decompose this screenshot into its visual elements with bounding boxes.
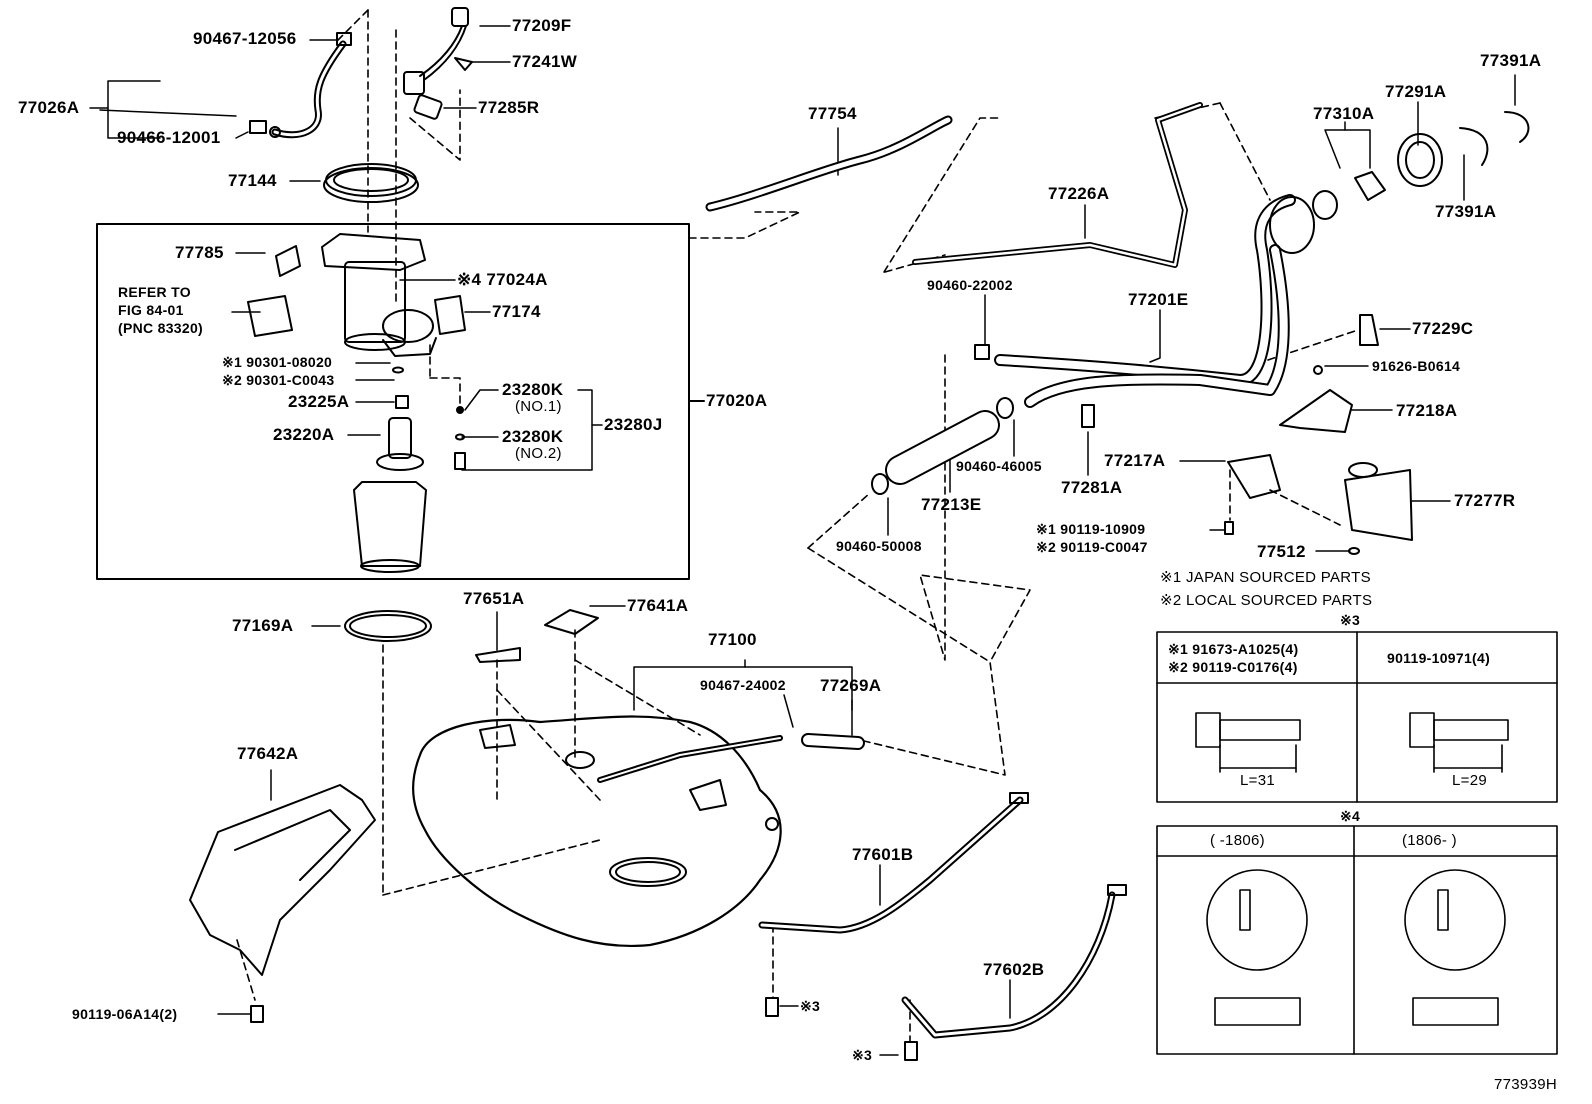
assembly-dashed-lines bbox=[236, 9, 1356, 1043]
label-90467-12056: 90467-12056 bbox=[193, 29, 297, 48]
label-77100: 77100 bbox=[708, 630, 757, 649]
label-77226A: 77226A bbox=[1048, 184, 1110, 203]
breather-hose-part bbox=[705, 115, 953, 212]
sender-wire-part bbox=[403, 7, 473, 120]
label-refer-pnc: (PNC 83320) bbox=[118, 320, 204, 336]
label-23220A: 23220A bbox=[273, 425, 335, 444]
label-77291A: 77291A bbox=[1385, 82, 1447, 101]
table3-marker: ※3 bbox=[1340, 612, 1361, 628]
leader-lines bbox=[89, 25, 1516, 1056]
label-90460-46005: 90460-46005 bbox=[956, 458, 1042, 474]
note-local-sourced: ※2 LOCAL SOURCED PARTS bbox=[1160, 592, 1373, 609]
table3-col1-line1: ※1 91673-A1025(4) bbox=[1168, 641, 1299, 657]
label-refer-fig: FIG 84-01 bbox=[118, 302, 184, 318]
label-77209F: 77209F bbox=[512, 16, 572, 35]
label-90301-C0043: ※2 90301-C0043 bbox=[222, 372, 335, 388]
label-77651A: 77651A bbox=[463, 589, 525, 608]
label-77024A: ※4 77024A bbox=[457, 270, 548, 289]
label-23280K-2: 23280K bbox=[502, 427, 564, 446]
label-77169A: 77169A bbox=[232, 616, 294, 635]
pump-version-table bbox=[1156, 825, 1558, 1055]
label-90119-C0047: ※2 90119-C0047 bbox=[1036, 539, 1148, 555]
label-77310A: 77310A bbox=[1313, 104, 1375, 123]
label-77144: 77144 bbox=[228, 171, 277, 190]
pump-small-parts bbox=[353, 366, 466, 573]
label-77020A: 77020A bbox=[706, 391, 768, 410]
label-77281A: 77281A bbox=[1061, 478, 1123, 497]
label-77754: 77754 bbox=[808, 104, 857, 123]
gasket-part bbox=[344, 610, 432, 642]
label-no2: (NO.2) bbox=[515, 445, 562, 462]
pad-part-1 bbox=[475, 647, 521, 663]
fuel-pump-module-part bbox=[247, 233, 466, 357]
label-77217A: 77217A bbox=[1104, 451, 1166, 470]
label-77269A: 77269A bbox=[820, 676, 882, 695]
label-77512: 77512 bbox=[1257, 542, 1306, 561]
label-77213E: 77213E bbox=[921, 495, 982, 514]
label-90467-24002: 90467-24002 bbox=[700, 677, 786, 693]
label-77641A: 77641A bbox=[627, 596, 689, 615]
table3-length-1: L=31 bbox=[1240, 772, 1275, 789]
filler-pipe-part bbox=[994, 111, 1530, 408]
retainer-ring-part bbox=[323, 163, 419, 203]
table3-col2: 90119-10971(4) bbox=[1387, 650, 1491, 666]
label-90460-22002: 90460-22002 bbox=[927, 277, 1013, 293]
note-japan-sourced: ※1 JAPAN SOURCED PARTS bbox=[1160, 569, 1371, 586]
label-ref3-b: ※3 bbox=[852, 1047, 873, 1063]
label-77391A-top: 77391A bbox=[1480, 51, 1542, 70]
vent-hose-part bbox=[249, 32, 352, 139]
label-77277R: 77277R bbox=[1454, 491, 1516, 510]
label-77026A: 77026A bbox=[18, 98, 80, 117]
label-77785: 77785 bbox=[175, 243, 224, 262]
label-91626-B0614: 91626-B0614 bbox=[1372, 358, 1461, 374]
table3-length-2: L=29 bbox=[1452, 772, 1487, 789]
inlet-hose-part bbox=[871, 344, 1095, 495]
label-23225A: 23225A bbox=[288, 392, 350, 411]
label-77391A-mid: 77391A bbox=[1435, 202, 1497, 221]
label-77218A: 77218A bbox=[1396, 401, 1458, 420]
label-90466-12001: 90466-12001 bbox=[117, 128, 221, 147]
label-77642A: 77642A bbox=[237, 744, 299, 763]
label-77201E: 77201E bbox=[1128, 290, 1189, 309]
tank-straps-part bbox=[758, 792, 1127, 1061]
label-90119-10909: ※1 90119-10909 bbox=[1036, 521, 1146, 537]
label-ref3-a: ※3 bbox=[800, 998, 821, 1014]
figure-number: 773939H bbox=[1494, 1076, 1557, 1093]
label-77601B: 77601B bbox=[852, 845, 914, 864]
label-no1: (NO.1) bbox=[515, 398, 562, 415]
label-77285R: 77285R bbox=[478, 98, 540, 117]
label-23280J: 23280J bbox=[604, 415, 663, 434]
label-77174: 77174 bbox=[492, 302, 541, 321]
label-77229C: 77229C bbox=[1412, 319, 1474, 338]
pad-part-2 bbox=[544, 609, 599, 635]
label-90301-08020: ※1 90301-08020 bbox=[222, 354, 333, 370]
table4-marker: ※4 bbox=[1340, 808, 1361, 824]
table4-col1: ( -1806) bbox=[1210, 832, 1265, 849]
table4-col2: (1806- ) bbox=[1402, 832, 1457, 849]
filler-bracket-parts bbox=[1224, 314, 1413, 555]
label-90119-06A14: 90119-06A14(2) bbox=[72, 1006, 178, 1022]
fuel-tank-part bbox=[412, 715, 865, 948]
label-refer-to: REFER TO bbox=[118, 284, 191, 300]
label-90460-50008: 90460-50008 bbox=[836, 538, 922, 554]
label-77241W: 77241W bbox=[512, 52, 578, 71]
heat-shield-part bbox=[189, 784, 376, 1023]
table3-col1-line2: ※2 90119-C0176(4) bbox=[1168, 659, 1298, 675]
bolt-table bbox=[1156, 631, 1558, 803]
label-77602B: 77602B bbox=[983, 960, 1045, 979]
label-23280K-1: 23280K bbox=[502, 380, 564, 399]
